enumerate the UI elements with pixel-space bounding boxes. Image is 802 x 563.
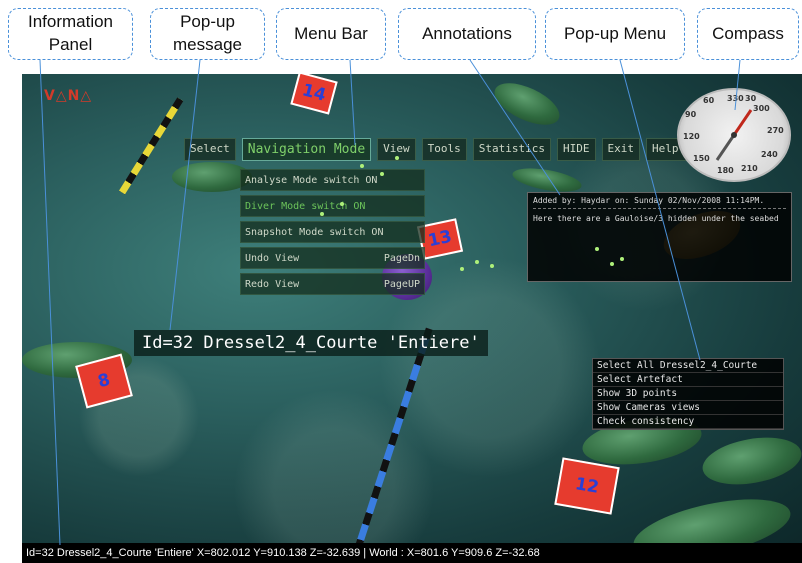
submenu-item-label: Analyse Mode switch ON — [245, 174, 378, 186]
menu-view[interactable]: View — [377, 138, 416, 161]
callout-menu-bar: Menu Bar — [276, 8, 386, 60]
submenu-item-redo-view[interactable]: Redo View PageUP — [240, 273, 425, 295]
callout-annotations: Annotations — [398, 8, 536, 60]
compass-label: 240 — [761, 150, 778, 159]
callout-popup-menu-label: Pop-up Menu — [563, 23, 667, 43]
menu-tools[interactable]: Tools — [421, 138, 467, 161]
callout-popup-message-label: Pop-up message — [173, 12, 242, 54]
submenu-item-analyse-mode[interactable]: Analyse Mode switch ON — [240, 169, 425, 191]
compass-label: 60 — [703, 96, 715, 105]
compass-label: 300 — [753, 104, 770, 113]
submenu-item-label: Redo View — [245, 278, 300, 290]
callout-information-panel: Information Panel — [8, 8, 133, 60]
callout-annotations-label: Annotations — [422, 23, 512, 43]
compass-label: 210 — [741, 164, 758, 173]
compass-label: 180 — [717, 166, 734, 175]
compass-label: 150 — [693, 154, 710, 163]
3d-points-overlay — [320, 156, 624, 271]
compass-label: 30 — [745, 94, 757, 103]
popup-menu: Select All Dressel2_4_Courte Select Arte… — [592, 358, 784, 430]
submenu-item-label: Undo View — [245, 252, 300, 264]
submenu-item-label: Snapshot Mode switch ON — [245, 226, 384, 238]
submenu-item-shortcut: PageDn — [383, 252, 420, 264]
menu-hide[interactable]: HIDE — [557, 138, 596, 161]
submenu-item-undo-view[interactable]: Undo View PageDn — [240, 247, 425, 269]
popup-menu-item-check-consistency[interactable]: Check consistency — [593, 415, 783, 429]
callout-compass-label: Compass — [712, 23, 784, 43]
callout-information-panel-label: Information Panel — [27, 12, 114, 54]
submenu-item-diver-mode[interactable]: Diver Mode switch ON — [240, 195, 425, 217]
popup-menu-item-select-all[interactable]: Select All Dressel2_4_Courte — [593, 359, 783, 373]
underwater-3d-viewport[interactable]: 14 13 8 12 V△N△ Select Navigation Mode V… — [22, 74, 802, 563]
compass-label: 270 — [767, 126, 784, 135]
popup-menu-item-show-3d-points[interactable]: Show 3D points — [593, 387, 783, 401]
menu-navigation-mode[interactable]: Navigation Mode — [241, 138, 372, 161]
submenu-item-shortcut: PageUP — [383, 278, 420, 290]
submenu-item-label: Diver Mode switch ON — [245, 200, 366, 212]
navigation-submenu: Analyse Mode switch ON Diver Mode switch… — [240, 169, 425, 299]
callout-popup-menu: Pop-up Menu — [545, 8, 685, 60]
callout-menu-bar-label: Menu Bar — [294, 23, 368, 43]
popup-menu-item-select-artefact[interactable]: Select Artefact — [593, 373, 783, 387]
submenu-item-snapshot-mode[interactable]: Snapshot Mode switch ON — [240, 221, 425, 243]
popup-menu-item-show-cameras[interactable]: Show Cameras views — [593, 401, 783, 415]
callout-popup-message: Pop-up message — [150, 8, 265, 60]
callout-compass: Compass — [697, 8, 799, 60]
information-panel: Id=32 Dressel2_4_Courte 'Entiere' X=802.… — [22, 543, 802, 563]
compass-needle-icon — [715, 109, 753, 161]
popup-message: Id=32 Dressel2_4_Courte 'Entiere' — [134, 330, 488, 356]
